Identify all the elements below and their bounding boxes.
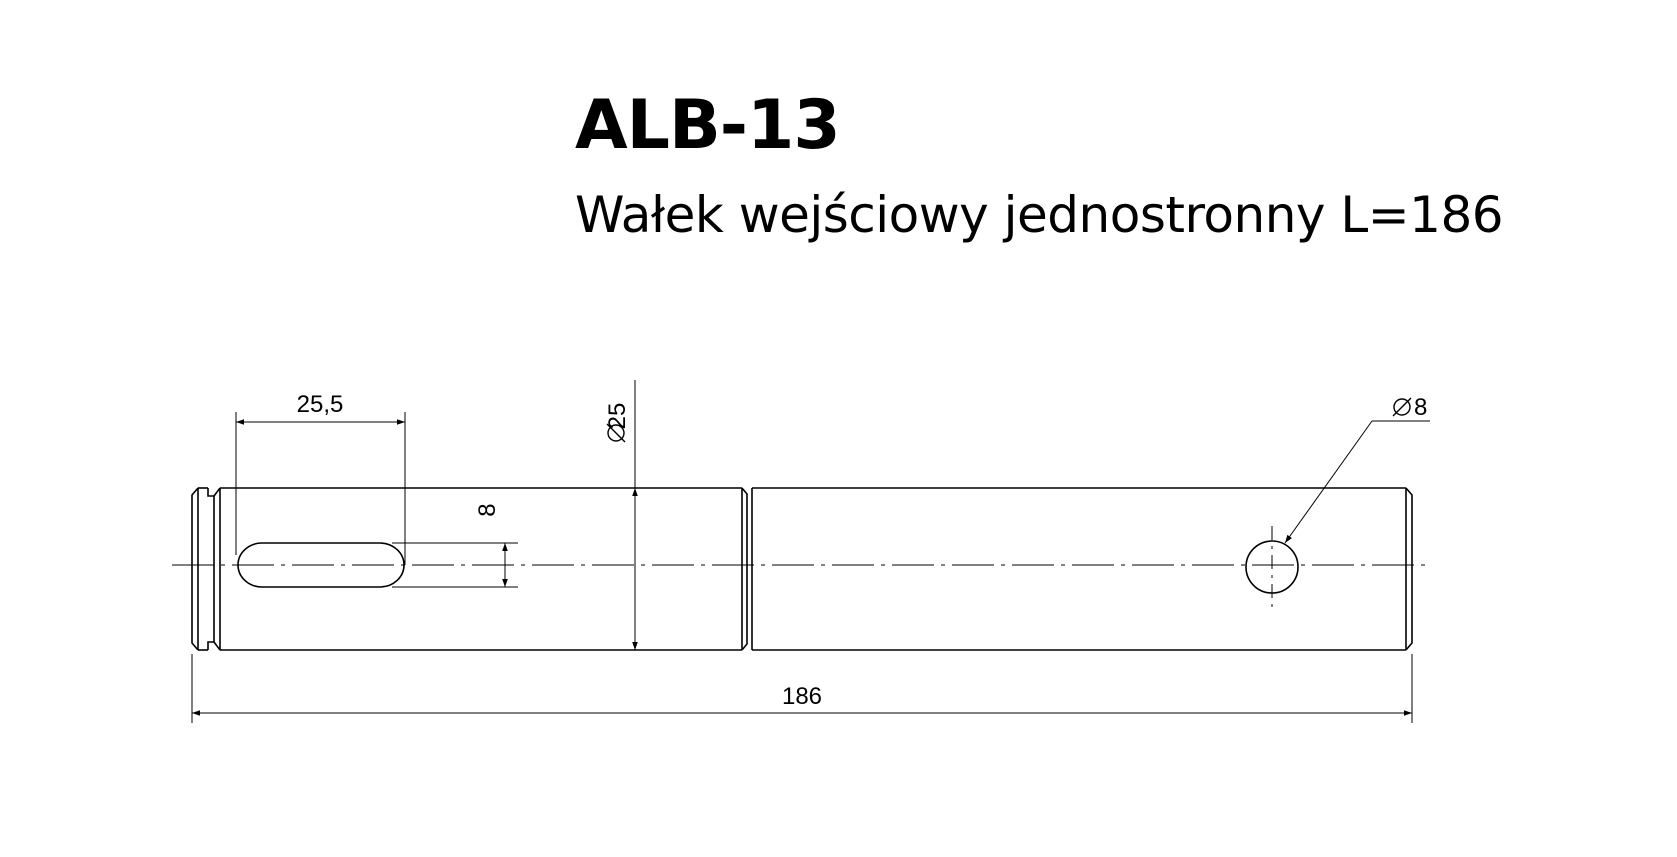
hole-diameter-value: 8	[1414, 394, 1427, 421]
keyway-length-value: 25,5	[297, 391, 344, 418]
shaft-body	[191, 487, 1413, 651]
dim-keyway-length	[235, 412, 406, 565]
drawing-code: ALB-13	[575, 86, 841, 165]
overall-length-value: 186	[782, 683, 822, 710]
keyway-width-value: 8	[474, 503, 501, 516]
drawing-description: Wałek wejściowy jednostronny L=186	[575, 186, 1504, 244]
dim-hole-diameter	[1284, 420, 1430, 544]
diameter-symbol-icon	[1392, 397, 1412, 417]
diameter-symbol-icon	[606, 423, 626, 443]
dim-overall-length	[191, 654, 1413, 723]
dim-keyway-width	[392, 542, 518, 588]
keyway-slot	[237, 542, 405, 588]
shaft-diameter-value: 25	[604, 403, 631, 430]
